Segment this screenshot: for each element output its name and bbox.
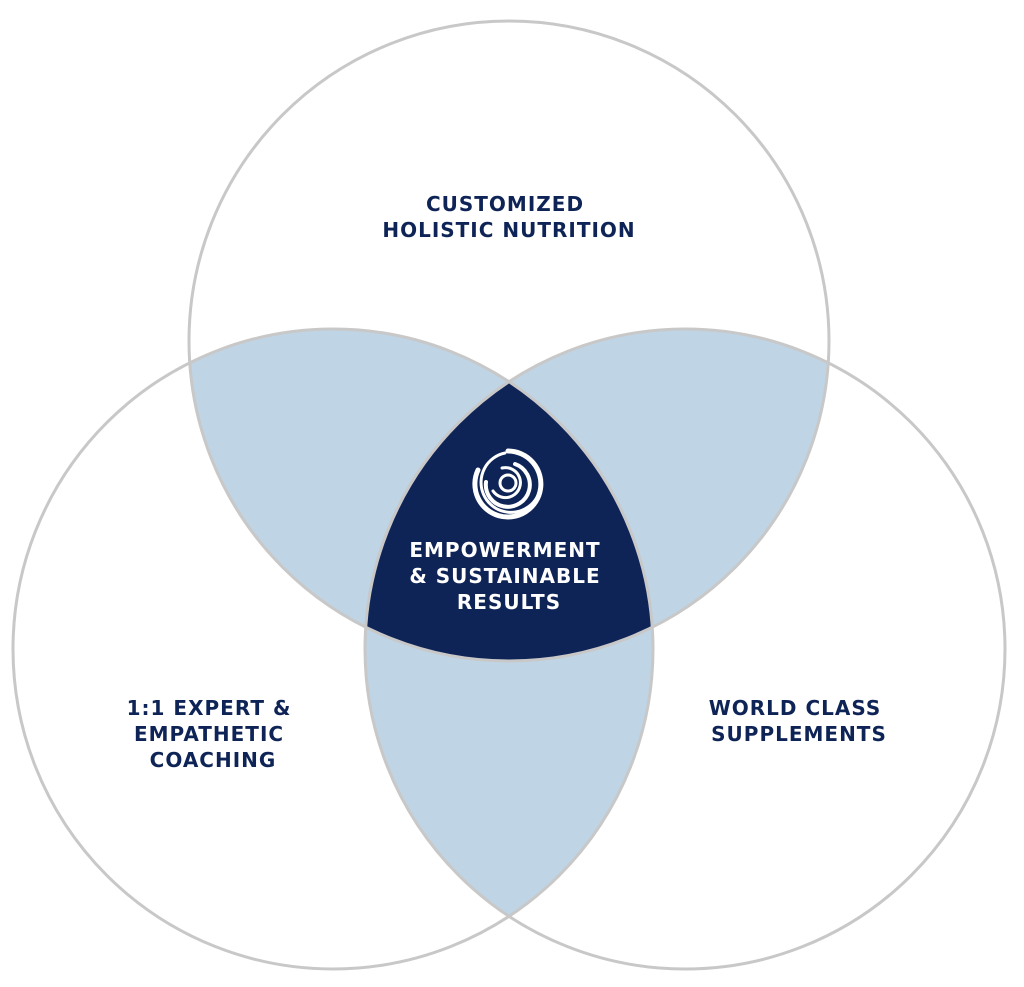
circle-left [11, 327, 655, 971]
label-center: EMPOWERMENT & SUSTAINABLE RESULTS [409, 538, 608, 614]
overlap-center [365, 329, 653, 661]
label-left-line-3: COACHING [150, 748, 277, 772]
label-top-line-1: CUSTOMIZED [426, 192, 584, 216]
label-top-line-2: HOLISTIC NUTRITION [382, 218, 635, 242]
label-center-line-2: & SUSTAINABLE [409, 564, 600, 588]
circle-right [363, 327, 1007, 971]
label-center-line-1: EMPOWERMENT [409, 538, 600, 562]
label-left-line-1: 1:1 EXPERT & [127, 696, 292, 720]
label-right: WORLD CLASS SUPPLEMENTS [709, 696, 890, 746]
label-left: 1:1 EXPERT & EMPATHETIC COACHING [127, 696, 300, 772]
swirl-logo-icon [472, 448, 544, 520]
label-right-line-1: WORLD CLASS [709, 696, 882, 720]
label-top: CUSTOMIZED HOLISTIC NUTRITION [382, 192, 635, 242]
label-left-line-2: EMPATHETIC [134, 722, 284, 746]
circle-top [187, 19, 831, 663]
label-center-line-3: RESULTS [457, 590, 561, 614]
label-right-line-2: SUPPLEMENTS [711, 722, 887, 746]
